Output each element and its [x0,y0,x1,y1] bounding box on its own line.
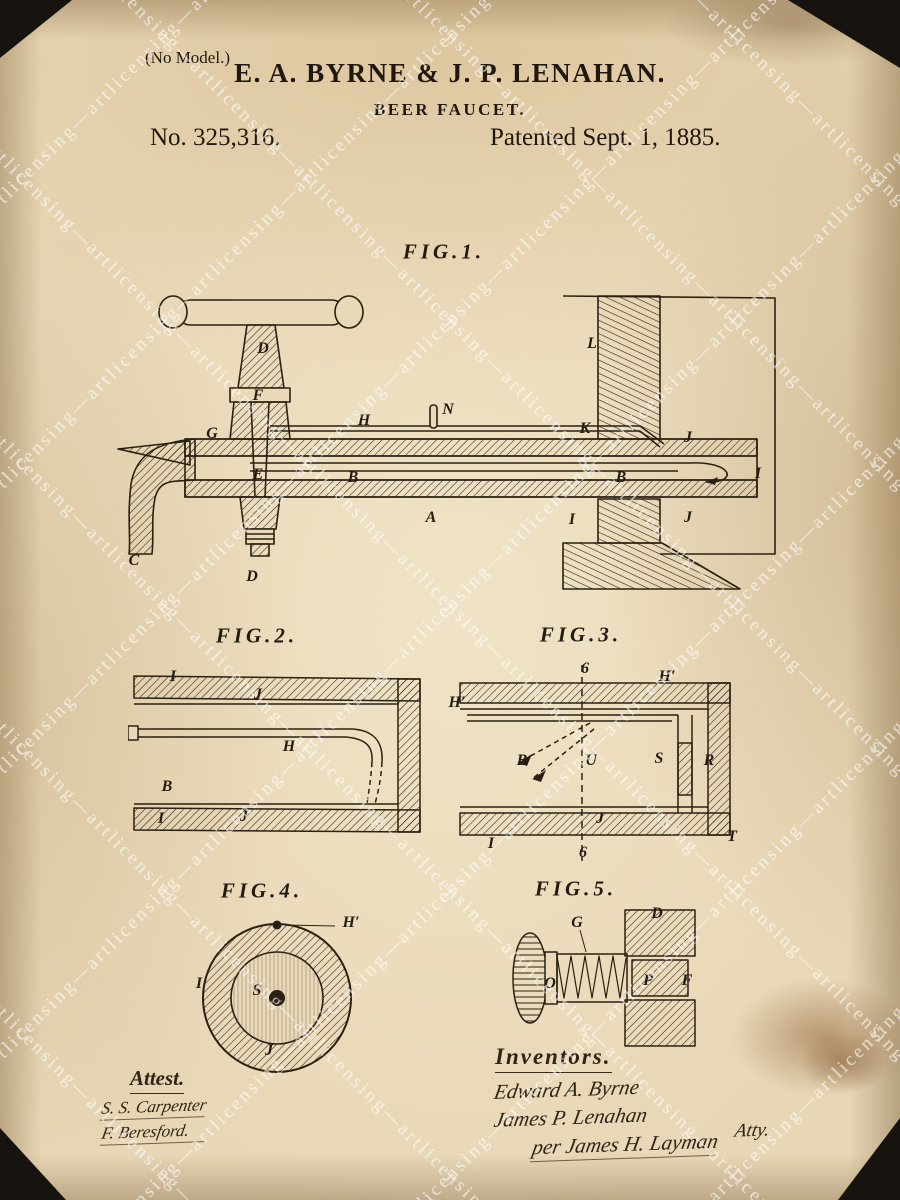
valve-body-upper [229,401,291,440]
center-pin [269,990,285,1006]
top-pin [272,920,282,930]
figure-5-caption: FIG.5. [534,876,618,901]
inventors-label: Inventors. [495,1044,612,1073]
valve-collar [229,387,291,403]
attest-label: Attest. [130,1066,185,1094]
screw-neck [544,951,558,1005]
figure-1-drawing [117,295,776,590]
spout-flange [117,440,191,466]
photo-corner-bottom-left [0,1128,66,1200]
attest-signature: F. Beresford. [99,1120,209,1146]
no-model-note: (No Model.) [145,48,230,67]
barrel-stave-upper [597,295,661,440]
handle-knob-left [158,295,188,329]
figure-5-drawing [512,909,696,1047]
inventor-signature: James P. Lenahan [492,1102,650,1132]
invention-title: BEER FAUCET. [373,100,527,119]
screw-threads [556,955,627,999]
figure-2-caption: FIG.2. [215,623,299,648]
valve-body-lower [239,496,281,530]
handle-bar [177,299,345,326]
inventor-signature: per James H. Layman [529,1128,721,1163]
valve-stem [237,324,285,389]
wall-bracket-outline [562,295,776,555]
figure-2-drawing [128,675,421,833]
attest-signature: S. S. Carpenter [99,1095,209,1121]
figure-4-caption: FIG.4. [220,878,304,903]
patent-date: Patented Sept. 1, 1885. [490,124,721,151]
photo-corner-bottom-right [838,1118,900,1200]
block-upper [624,909,696,957]
plug-p [631,959,689,997]
block-lower [624,999,696,1047]
figure-4-drawing [202,920,352,1073]
inventor-names-heading: E. A. BYRNE & J. P. LENAHAN. [234,58,666,88]
patent-number: No. 325,316. [150,124,281,151]
spout [128,438,196,555]
figure-3-caption: FIG.3. [539,622,623,647]
screw-head [512,932,548,1024]
stave-wedge [562,542,741,590]
handle-knob-right [334,295,364,329]
tube-bottom-wall [184,479,758,498]
pin-n [429,404,438,429]
inventors-block: Inventors. Edward A. Byrne James P. Lena… [492,1044,721,1163]
figure-1-caption: FIG.1. [402,239,486,264]
attorney-label: Atty. [733,1119,772,1142]
valve-tip [250,543,270,557]
figure-3-drawing [459,665,731,861]
tube-top-wall [184,438,758,457]
barrel-stave-lower [597,498,661,544]
valve-nut [245,528,275,545]
attest-block: Attest. S. S. Carpenter F. Beresford. [99,1066,209,1146]
inventor-signature: Edward A. Byrne [492,1074,642,1104]
photo-corner-top-left [0,0,72,58]
